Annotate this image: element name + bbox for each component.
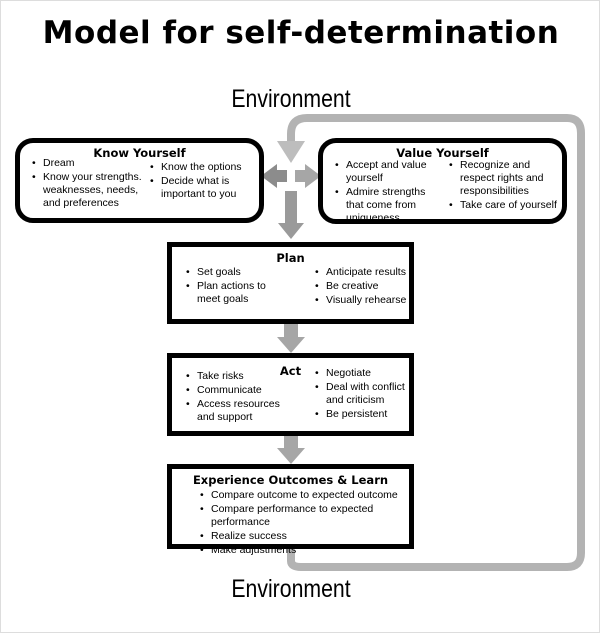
list-item: Take risks — [186, 370, 281, 383]
list-item: Recognize and respect rights and respons… — [449, 159, 561, 198]
list-item: Compare outcome to expected outcome — [200, 489, 415, 502]
list-item: Dream — [32, 157, 147, 170]
list-item: Visually rehearse — [315, 294, 410, 307]
list-item: Compare performance to expected performa… — [200, 503, 415, 529]
list-item: Realize success — [200, 530, 415, 543]
feedback-loop — [287, 114, 585, 571]
value-yourself-heading: Value Yourself — [396, 146, 489, 160]
list-item: Access resources and support — [186, 398, 281, 424]
act-box: Act Take risks Communicate Access resour… — [167, 353, 414, 436]
know-yourself-box: Know Yourself Dream Know your strengths.… — [15, 138, 264, 223]
down-arrow-to-plan-icon — [278, 191, 304, 239]
value-yourself-box: Value Yourself Accept and value yourself… — [318, 138, 567, 224]
down-arrow-to-experience-icon — [277, 435, 305, 464]
environment-top-label: Environment — [231, 85, 351, 113]
list-item: Accept and value yourself — [335, 159, 445, 185]
act-heading: Act — [279, 364, 302, 378]
list-item: Decide what is important to you — [150, 175, 245, 201]
list-item: Be persistent — [315, 408, 410, 421]
page-title: Model for self-determination — [42, 15, 560, 51]
environment-bottom-label: Environment — [231, 575, 351, 603]
list-item: Know the options — [150, 161, 245, 174]
list-item: Admire strengths that come from uniquene… — [335, 186, 445, 225]
experience-box: Experience Outcomes & Learn Compare outc… — [167, 464, 415, 557]
down-arrow-top-icon — [277, 141, 305, 163]
experience-heading: Experience Outcomes & Learn — [192, 473, 389, 487]
list-item: Plan actions to meet goals — [186, 280, 286, 306]
plan-box: Plan Set goals Plan actions to meet goal… — [167, 242, 414, 324]
list-item: Know your strengths. weaknesses, needs, … — [32, 171, 147, 210]
list-item: Anticipate results — [315, 266, 410, 279]
list-item: Set goals — [186, 266, 286, 279]
right-arrow-icon — [295, 164, 321, 188]
list-item: Negotiate — [315, 367, 410, 380]
list-item: Communicate — [186, 384, 281, 397]
plan-heading: Plan — [276, 251, 305, 265]
list-item: Make adjustments — [200, 544, 415, 557]
list-item: Deal with conflict and criticism — [315, 381, 410, 407]
down-arrow-to-act-icon — [277, 323, 305, 353]
list-item: Take care of yourself — [449, 199, 561, 212]
left-arrow-icon — [261, 164, 287, 188]
list-item: Be creative — [315, 280, 410, 293]
